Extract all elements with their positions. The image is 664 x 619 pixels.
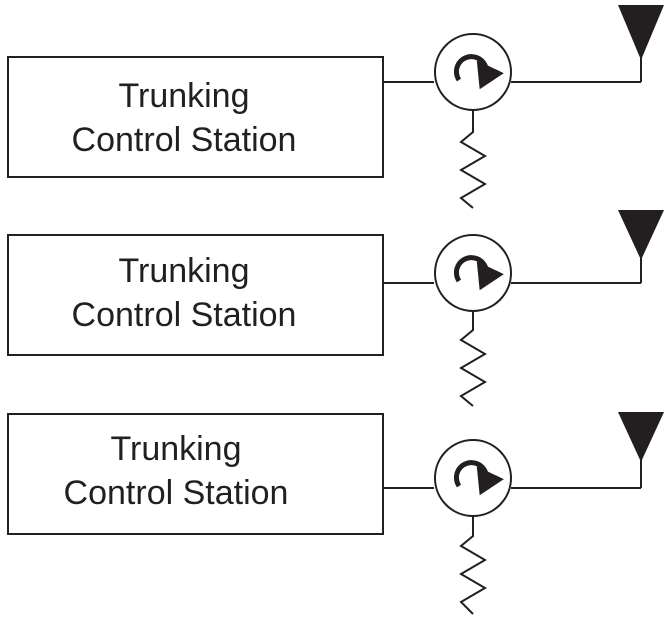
antenna-icon	[618, 210, 664, 283]
antenna-icon	[618, 5, 664, 82]
station-label-line1: Trunking	[118, 77, 249, 115]
station-box	[7, 413, 384, 535]
station-label-line1: Trunking	[118, 252, 249, 290]
station-row-2: Trunking Control Station	[7, 210, 664, 407]
resistor-load-icon	[459, 311, 487, 407]
station-label-line2: Control Station	[72, 296, 297, 334]
station-row-3: Trunking Control Station	[7, 412, 664, 615]
station-row-1: Trunking Control Station	[7, 5, 664, 209]
resistor-load-icon	[459, 110, 487, 209]
station-box	[7, 56, 384, 178]
station-label-line2: Control Station	[72, 121, 297, 159]
circulator-icon	[434, 33, 512, 111]
station-box	[7, 234, 384, 356]
station-label-line1: Trunking	[110, 430, 241, 468]
station-label-line2: Control Station	[64, 474, 289, 512]
circulator-icon	[434, 439, 512, 517]
antenna-icon	[618, 412, 664, 488]
resistor-load-icon	[459, 516, 487, 615]
circulator-icon	[434, 234, 512, 312]
